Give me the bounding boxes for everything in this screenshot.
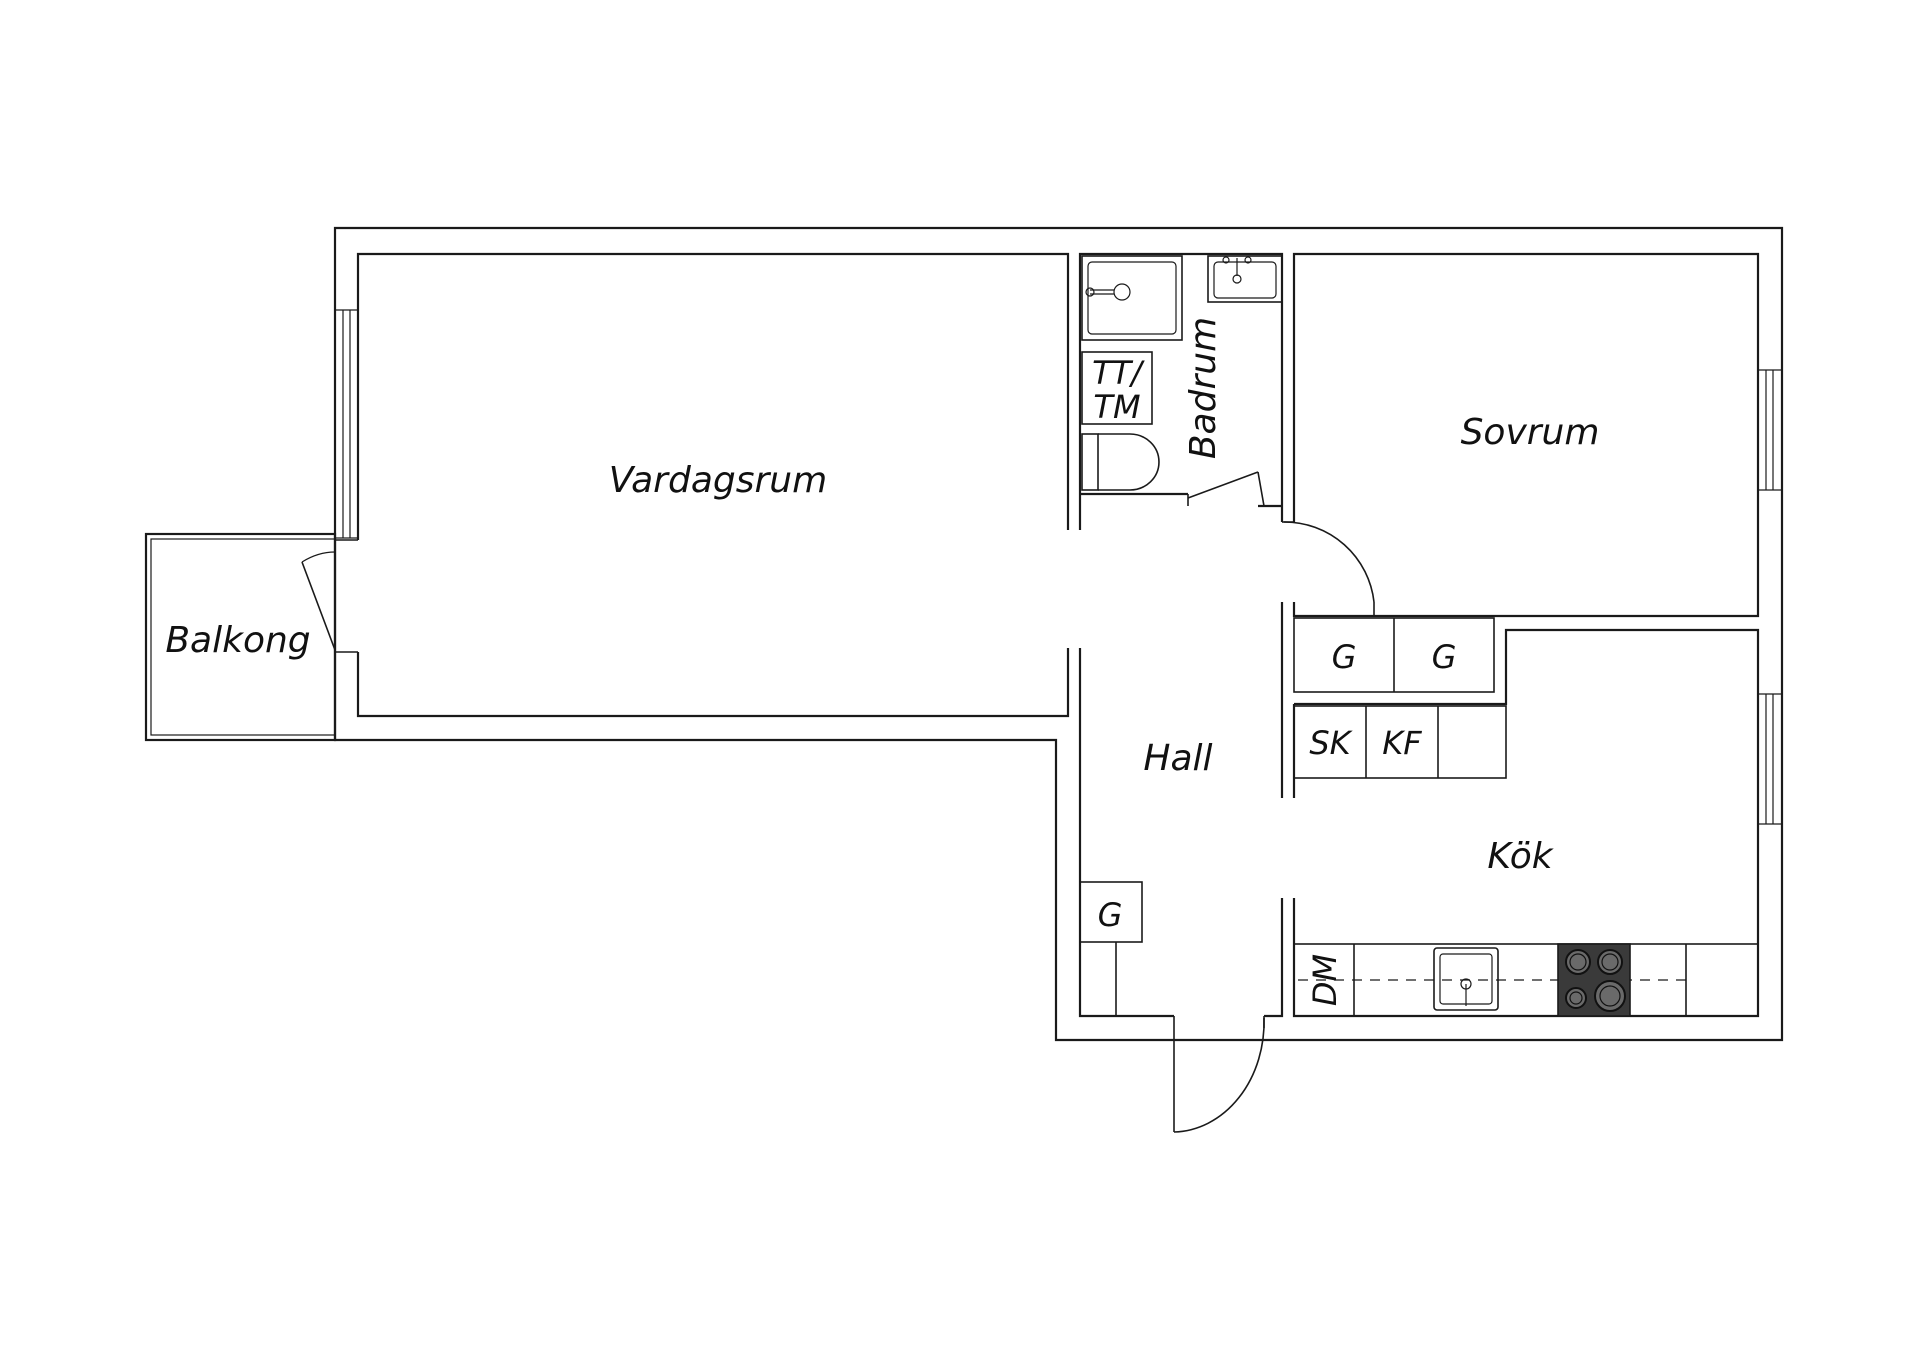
balcony-door — [301, 539, 358, 653]
bedroom-walls — [1292, 252, 1760, 618]
living-room-inner-wall — [356, 252, 1070, 718]
fridge-freezer-row: SK KF — [1293, 705, 1507, 779]
bathroom-door — [1187, 471, 1265, 507]
bedroom-window — [1758, 369, 1782, 491]
living-room-window — [335, 309, 358, 539]
hall-label: Hall — [1143, 738, 1212, 779]
wardrobe-2-label: G — [1432, 638, 1457, 676]
balkong-label: Balkong — [165, 620, 310, 661]
kf-label: KF — [1382, 724, 1422, 762]
balcony — [144, 532, 337, 742]
washer-dryer: TT/ TM — [1081, 351, 1153, 426]
dm-label: DM — [1306, 954, 1344, 1006]
hall-wardrobe: G — [1079, 881, 1143, 1016]
entrance-door — [1173, 1016, 1265, 1133]
hall-walls — [1078, 506, 1284, 1018]
kitchen-counter: DM — [1293, 943, 1759, 1017]
badrum-label: Badrum — [1183, 317, 1224, 459]
bathroom-walls — [1078, 252, 1284, 530]
toilet — [1081, 433, 1160, 491]
sk-label: SK — [1309, 724, 1353, 762]
wardrobe-1-label: G — [1332, 638, 1357, 676]
kok-label: Kök — [1487, 836, 1554, 877]
kitchen-window — [1758, 693, 1782, 825]
kitchen-walls — [1292, 628, 1760, 1018]
wardrobe-hall-label: G — [1098, 896, 1123, 934]
bedroom-door — [1282, 521, 1375, 616]
stove — [1557, 943, 1631, 1017]
kitchen-sink — [1433, 947, 1499, 1011]
tt-tm-label-1: TT/ — [1092, 354, 1145, 392]
bedroom-wardrobes: G G — [1293, 617, 1495, 693]
sovrum-label: Sovrum — [1461, 412, 1600, 453]
tt-tm-label-2: TM — [1093, 388, 1140, 426]
bathroom-sink — [1207, 255, 1283, 303]
shower — [1081, 255, 1183, 341]
vardagsrum-label: Vardagsrum — [609, 460, 827, 501]
outer-wall-outline — [333, 226, 1784, 1042]
